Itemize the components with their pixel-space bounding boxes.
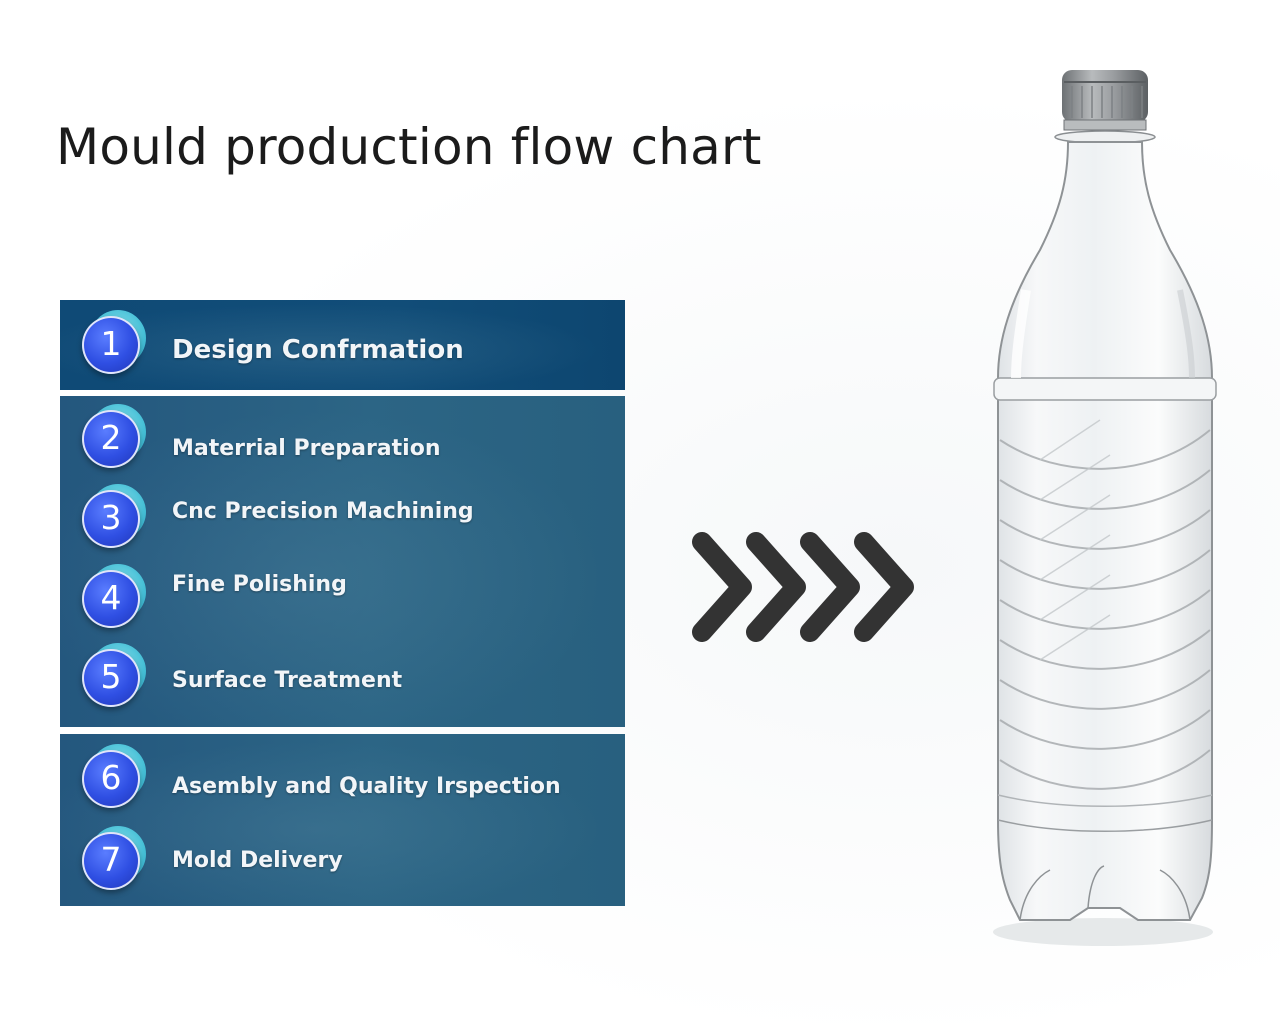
step-number: 1: [100, 324, 122, 363]
step-number: 5: [100, 657, 122, 696]
step-item: 4 Fine Polishing: [60, 564, 625, 634]
step-label: Surface Treatment: [172, 668, 403, 693]
step-label: Materrial Preparation: [172, 436, 441, 461]
step-item: 6 Asembly and Quality Irspection: [60, 744, 625, 814]
step-label: Cnc Precision Machining: [172, 499, 474, 524]
step-item: 5 Surface Treatment: [60, 643, 625, 713]
step-number-badge: 7: [82, 826, 146, 890]
step-number-badge: 2: [82, 404, 146, 468]
step-number: 6: [100, 758, 122, 797]
step-number-badge: 4: [82, 564, 146, 628]
step-panel-delivery: 6 Asembly and Quality Irspection 7 Mold …: [60, 734, 625, 906]
page-title: Mould production flow chart: [56, 118, 762, 176]
step-number: 2: [100, 418, 122, 457]
step-number-badge: 5: [82, 643, 146, 707]
step-number: 4: [100, 578, 122, 617]
step-number-badge: 1: [82, 310, 146, 374]
step-label: Design Confrmation: [172, 335, 464, 365]
step-label: Mold Delivery: [172, 848, 343, 873]
chevron-right-icon: [692, 532, 914, 642]
step-number-badge: 3: [82, 484, 146, 548]
step-label: Fine Polishing: [172, 572, 347, 597]
step-number: 7: [100, 840, 122, 879]
step-panel-manufacturing: 2 Materrial Preparation 3 Cnc Precision …: [60, 396, 625, 727]
step-number-badge: 6: [82, 744, 146, 808]
step-item: 3 Cnc Precision Machining: [60, 484, 625, 554]
step-panel-design: 1 Design Confrmation: [60, 300, 625, 390]
step-item: 2 Materrial Preparation: [60, 404, 625, 474]
step-label: Asembly and Quality Irspection: [172, 774, 561, 799]
step-item: 1 Design Confrmation: [60, 310, 625, 380]
step-number: 3: [100, 498, 122, 537]
step-item: 7 Mold Delivery: [60, 826, 625, 896]
plastic-bottle-illustration: [993, 70, 1217, 946]
